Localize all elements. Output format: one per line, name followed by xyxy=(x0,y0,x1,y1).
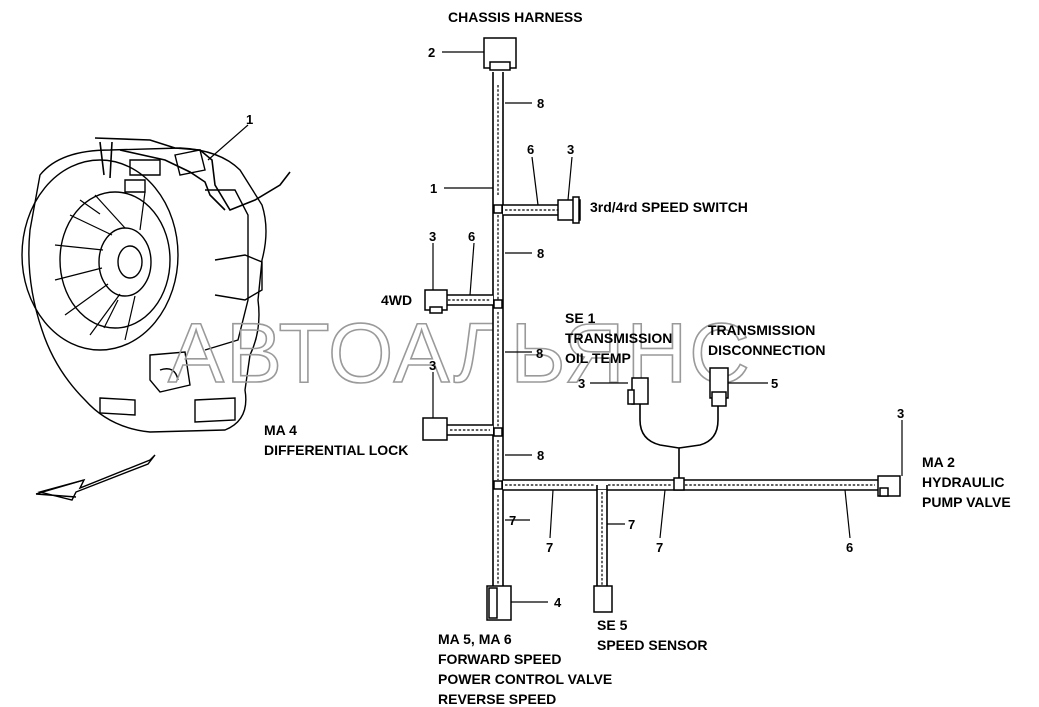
callout-5: 5 xyxy=(771,376,778,391)
label-ma56-forward: FORWARD SPEED xyxy=(438,651,561,667)
label-speed-switch: 3rd/4rd SPEED SWITCH xyxy=(590,199,748,215)
callout-4: 4 xyxy=(554,595,562,610)
label-ma2-name: HYDRAULIC xyxy=(922,474,1004,490)
callout-numbers: 2 8 6 3 1 3 6 8 8 3 3 5 3 8 7 7 7 7 6 4 xyxy=(428,45,904,610)
callout-3-top: 3 xyxy=(567,142,574,157)
label-se5-code: SE 5 xyxy=(597,617,628,633)
callout-7-c: 7 xyxy=(628,517,635,532)
component-labels: 3rd/4rd SPEED SWITCH 4WD SE 1 TRANSMISSI… xyxy=(264,199,1011,707)
label-ma2-desc: PUMP VALVE xyxy=(922,494,1011,510)
callout-6-right: 6 xyxy=(846,540,853,555)
callout-3-se1: 3 xyxy=(578,376,585,391)
speed-sensor-connector xyxy=(593,585,613,613)
differential-lock-connector xyxy=(422,417,448,441)
callout-6-4wd: 6 xyxy=(468,229,475,244)
label-4wd: 4WD xyxy=(381,292,412,308)
label-se5-name: SPEED SENSOR xyxy=(597,637,707,653)
callout-7-a: 7 xyxy=(509,513,516,528)
callout-8-center: 8 xyxy=(536,346,543,361)
callout-3-4wd: 3 xyxy=(429,229,436,244)
label-disconnection-1: TRANSMISSION xyxy=(708,322,815,338)
main-harness xyxy=(422,37,901,621)
transmission-illustration: 1 xyxy=(21,112,291,501)
callout-1-harness: 1 xyxy=(430,181,437,196)
label-se1-name: TRANSMISSION xyxy=(565,330,672,346)
callout-3-ma2: 3 xyxy=(897,406,904,421)
label-se1-code: SE 1 xyxy=(565,310,596,326)
diagram-title: CHASSIS HARNESS xyxy=(448,9,583,25)
callout-8-top: 8 xyxy=(537,96,544,111)
callout-8-low: 8 xyxy=(537,448,544,463)
label-se1-desc: OIL TEMP xyxy=(565,350,631,366)
label-ma56-power: POWER CONTROL VALVE xyxy=(438,671,612,687)
callout-1-transmission: 1 xyxy=(246,112,253,127)
label-disconnection-2: DISCONNECTION xyxy=(708,342,825,358)
watermark-text: АВТОАЛЬЯНС xyxy=(168,306,752,400)
callout-7-d: 7 xyxy=(656,540,663,555)
label-ma2-code: MA 2 xyxy=(922,454,955,470)
callout-8-mid: 8 xyxy=(537,246,544,261)
callout-7-b: 7 xyxy=(546,540,553,555)
callout-6-top: 6 xyxy=(527,142,534,157)
callout-2: 2 xyxy=(428,45,435,60)
label-ma56-code: MA 5, MA 6 xyxy=(438,631,512,647)
label-ma56-reverse: REVERSE SPEED xyxy=(438,691,556,707)
callout-leaders xyxy=(432,102,903,539)
label-ma4-name: DIFFERENTIAL LOCK xyxy=(264,442,408,458)
callout-3-ma4: 3 xyxy=(429,358,436,373)
label-ma4-code: MA 4 xyxy=(264,422,297,438)
